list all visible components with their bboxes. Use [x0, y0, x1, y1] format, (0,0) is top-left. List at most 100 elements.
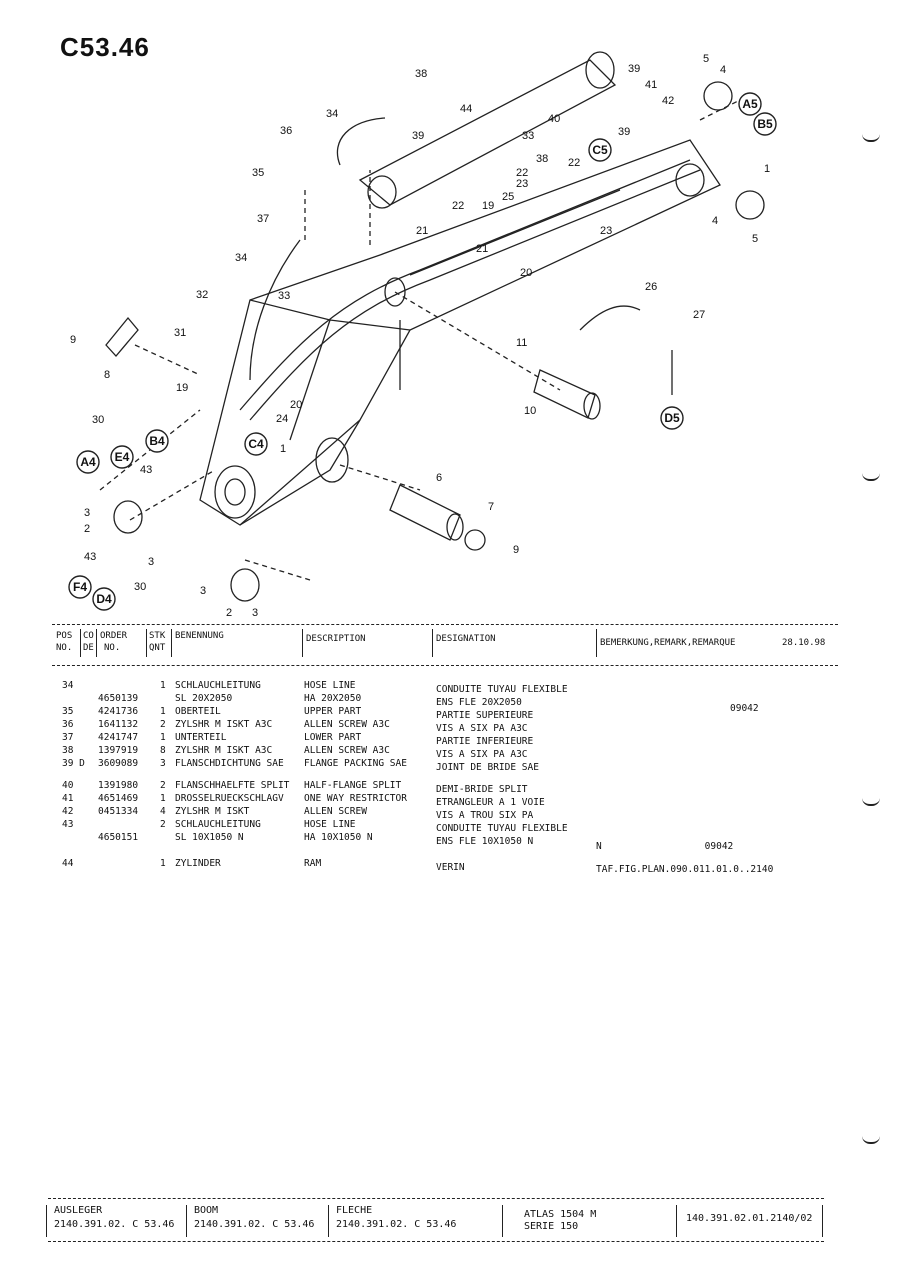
connection-label-c4: C4: [248, 437, 264, 451]
callout-44: 44: [460, 103, 472, 115]
callout-36: 36: [280, 125, 292, 137]
callout-21: 21: [476, 243, 488, 255]
callout-40: 40: [548, 113, 560, 125]
callout-25: 25: [502, 191, 514, 203]
callout-3: 3: [148, 556, 154, 568]
callout-31: 31: [174, 327, 186, 339]
callout-20: 20: [290, 399, 302, 411]
callout-9: 9: [513, 544, 519, 556]
callout-22: 22: [452, 200, 464, 212]
header-de: DE: [83, 643, 94, 653]
callout-3: 3: [252, 607, 258, 619]
callout-2: 2: [84, 523, 90, 535]
footer-doc-no: 140.391.02.01.2140/02: [686, 1213, 813, 1224]
footer-en-title: BOOM: [194, 1205, 219, 1216]
footer-model: ATLAS 1504 M: [524, 1209, 597, 1220]
callout-30: 30: [92, 414, 104, 426]
connection-label-f4: F4: [73, 580, 87, 594]
callout-2: 2: [226, 607, 232, 619]
header-benennung: BENENNUNG: [175, 631, 224, 641]
header-description: DESCRIPTION: [306, 634, 366, 644]
callout-5: 5: [703, 53, 709, 65]
callout-5: 5: [752, 233, 758, 245]
callout-11: 11: [516, 337, 527, 349]
header-stk: STK: [149, 631, 166, 641]
footer-series: SERIE 150: [524, 1221, 579, 1232]
footer-de-ref: 2140.391.02. C 53.46: [54, 1219, 175, 1230]
page-code: C53.46: [60, 32, 150, 62]
callout-19: 19: [482, 200, 494, 212]
callout-1: 1: [280, 443, 286, 455]
callout-8: 8: [104, 369, 110, 381]
header-no: NO.: [56, 643, 73, 653]
callout-34: 34: [326, 108, 338, 120]
connection-label-e4: E4: [115, 450, 130, 464]
binder-mark: [862, 134, 880, 142]
parts-table-header: POS NO. CO DE ORDER NO. STK QNT BENENNUN…: [52, 624, 838, 666]
callout-22: 22: [568, 157, 580, 169]
callout-38: 38: [415, 68, 427, 80]
callout-37: 37: [257, 213, 269, 225]
footer-fr-title: FLECHE: [336, 1205, 373, 1216]
callout-7: 7: [488, 501, 494, 513]
callout-32: 32: [196, 289, 208, 301]
footer-en-ref: 2140.391.02. C 53.46: [194, 1219, 315, 1230]
header-date: 28.10.98: [782, 638, 826, 648]
exploded-parts-diagram: 38 39 44 34 36 39 35 37 34 32 33 31 9 8 …: [68, 51, 777, 619]
callout-4: 4: [712, 215, 718, 227]
binder-mark: [862, 1136, 880, 1144]
callout-33: 33: [278, 290, 290, 302]
callout-19: 19: [176, 382, 188, 394]
callout-34: 34: [235, 252, 247, 264]
header-pos: POS: [56, 631, 73, 641]
header-co: CO: [83, 631, 94, 641]
callout-41: 41: [645, 79, 657, 91]
callout-35: 35: [252, 167, 264, 179]
callout-43: 43: [140, 464, 152, 476]
callout-10: 10: [524, 405, 536, 417]
callout-30: 30: [134, 581, 146, 593]
callout-23: 23: [516, 178, 528, 190]
callout-1: 1: [764, 163, 770, 175]
callout-4: 4: [720, 64, 726, 76]
footer-de-title: AUSLEGER: [54, 1205, 103, 1216]
header-designation: DESIGNATION: [436, 634, 496, 644]
callout-3: 3: [200, 585, 206, 597]
callout-23: 23: [600, 225, 612, 237]
connection-label-b5: B5: [757, 117, 773, 131]
connection-label-b4: B4: [149, 434, 165, 448]
callout-20: 20: [520, 267, 532, 279]
callout-3: 3: [84, 507, 90, 519]
header-order: ORDER: [100, 631, 128, 641]
callout-43: 43: [84, 551, 96, 563]
callout-38: 38: [536, 153, 548, 165]
header-order-no: NO.: [104, 643, 121, 653]
callout-39: 39: [412, 130, 424, 142]
callout-39: 39: [628, 63, 640, 75]
connection-label-a4: A4: [80, 455, 96, 469]
callout-33: 33: [522, 130, 534, 142]
title-block: AUSLEGER 2140.391.02. C 53.46 BOOM 2140.…: [46, 1198, 824, 1242]
binder-mark: [862, 473, 880, 481]
header-qnt: QNT: [149, 643, 166, 653]
callout-27: 27: [693, 309, 705, 321]
callout-42: 42: [662, 95, 674, 107]
connection-label-c5: C5: [592, 143, 608, 157]
header-remark: BEMERKUNG,REMARK,REMARQUE: [600, 638, 736, 648]
callout-39: 39: [618, 126, 630, 138]
callout-6: 6: [436, 472, 442, 484]
connection-label-d5: D5: [664, 411, 680, 425]
connection-label-a5: A5: [742, 97, 758, 111]
